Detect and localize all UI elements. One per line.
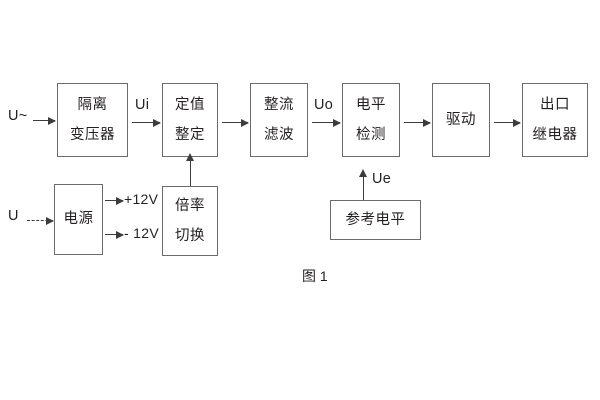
block-label-line-2: 切换 bbox=[175, 227, 205, 244]
arrow-power-supply-rail-negative bbox=[105, 230, 124, 239]
block-level-detection: 电平 检测 bbox=[342, 83, 400, 157]
block-label-line-2: 继电器 bbox=[532, 126, 578, 143]
arrow-isolation-transformer-to-setpoint bbox=[132, 118, 161, 127]
block-label-line-1: 整流 bbox=[264, 97, 294, 113]
signal-label-uo: Uo bbox=[314, 97, 334, 113]
block-output-relay: 出口 继电器 bbox=[522, 83, 588, 157]
block-label-line-2: 滤波 bbox=[264, 126, 294, 143]
arrow-power-supply-rail-positive bbox=[105, 196, 124, 205]
block-label-line-1: 驱动 bbox=[446, 111, 476, 128]
arrow-multiplier-switch-to-setpoint bbox=[186, 153, 195, 186]
block-label-line-1: 电源 bbox=[63, 211, 94, 228]
signal-label-ui: Ui bbox=[135, 97, 150, 113]
signal-label-ac-input: U~ bbox=[8, 108, 28, 124]
block-label-line-1: 定值 bbox=[175, 97, 205, 113]
block-label-line-2: 检测 bbox=[356, 126, 386, 143]
block-isolation-transformer: 隔离 变压器 bbox=[57, 83, 128, 157]
block-label-line-1: 倍率 bbox=[175, 198, 205, 214]
block-multiplier-switch: 倍率 切换 bbox=[162, 186, 218, 256]
signal-label-dc-input: U bbox=[8, 208, 19, 224]
arrow-reference-level-to-level-detection bbox=[359, 169, 368, 200]
block-rectify-filter: 整流 滤波 bbox=[250, 83, 308, 157]
block-reference-level: 参考电平 bbox=[330, 200, 421, 240]
signal-label-ue: Ue bbox=[372, 171, 392, 187]
rail-label-positive: +12V bbox=[124, 191, 159, 207]
rail-label-negative: - 12V bbox=[124, 225, 159, 241]
block-label-line-1: 参考电平 bbox=[345, 211, 406, 228]
arrow-setpoint-to-rectify-filter bbox=[222, 118, 249, 127]
block-label-line-1: 出口 bbox=[540, 97, 570, 113]
block-label-line-2: 整定 bbox=[175, 126, 205, 143]
arrow-drive-to-output-relay bbox=[494, 118, 521, 127]
arrow-level-detection-to-drive bbox=[404, 118, 431, 127]
block-drive: 驱动 bbox=[432, 83, 490, 157]
arrow-dc-input-to-power-supply bbox=[27, 216, 54, 225]
block-setpoint-setting: 定值 整定 bbox=[162, 83, 218, 157]
figure-caption: 图 1 bbox=[302, 268, 328, 284]
block-label-line-2: 变压器 bbox=[70, 126, 115, 143]
block-power-supply: 电源 bbox=[54, 184, 103, 255]
arrow-rectify-filter-to-level-detection bbox=[312, 118, 341, 127]
block-label-line-1: 隔离 bbox=[77, 97, 108, 113]
block-label-line-1: 电平 bbox=[356, 97, 386, 113]
arrow-ac-input-to-isolation-transformer bbox=[33, 116, 56, 125]
